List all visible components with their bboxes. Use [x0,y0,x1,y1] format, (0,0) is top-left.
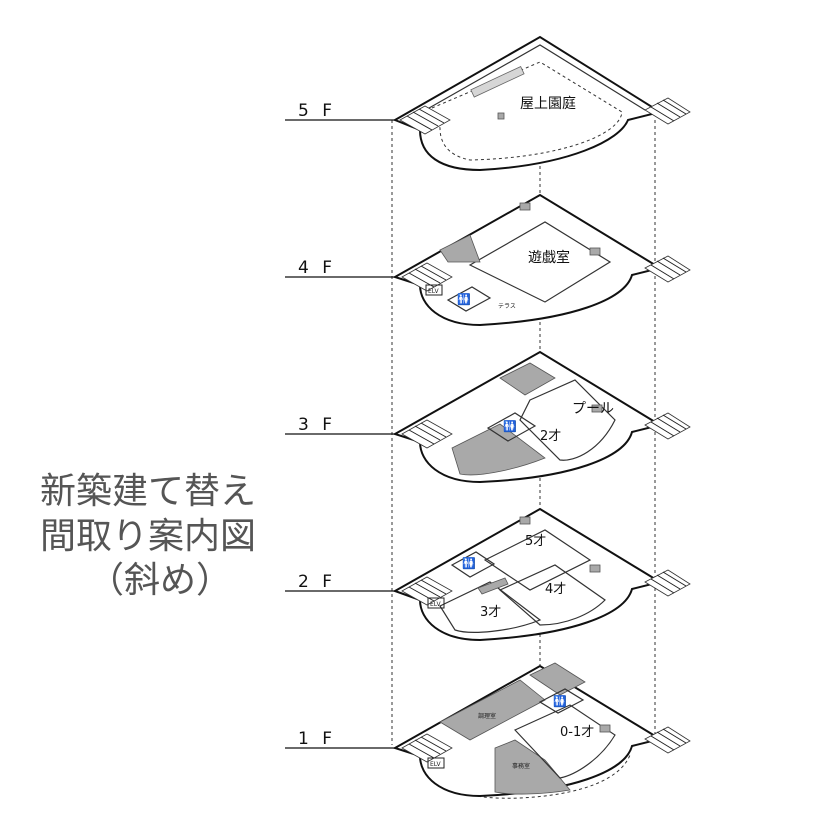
floor-5f-slab [392,35,663,172]
floor-3f-label: 3 F [298,415,336,435]
floor-2f-outside-stair [644,569,691,597]
room-age2: 2才 [540,429,561,444]
floor-4f: 4 F 🚻 ELV 遊戯室 テラス [285,193,691,327]
diagram-title: 新築建て替え 間取り案内図 （斜め） [40,471,256,601]
floor-3f: 3 F 🚻 プール 2才 [285,350,691,484]
floor-1f-outside-stair [644,726,691,754]
room-office: 事務室 [512,762,530,770]
room-age5: 5才 [525,534,546,549]
room-playroom: 遊戯室 [528,249,570,266]
floor-5f-stair [399,105,451,135]
room-rooftop-garden: 屋上園庭 [520,95,576,112]
floor-2f-slab [392,507,663,642]
floor-4f-label: 4 F [298,258,336,278]
floor-4f-stair [401,262,453,292]
restroom-icon-1f: 🚻 [553,695,567,708]
floor-1f-label: 1 F [298,729,336,749]
restroom-icon-3f: 🚻 [503,420,517,433]
title-line-3: （斜め） [88,560,232,601]
floor-5f: 5 F 屋上園庭 [285,35,691,172]
floor-4f-outside-stair [644,255,691,283]
room-1f-elv: ELV [430,761,441,768]
floor-3f-stair [401,419,453,449]
floor-5f-outside-stair [644,97,691,125]
room-2f-elv: ELV [430,601,441,608]
title-line-1: 新築建て替え [40,471,256,512]
floor-3f-outside-stair [644,412,691,440]
room-age0-1: 0-1才 [560,725,594,740]
restroom-icon-2f: 🚻 [462,557,476,570]
room-4f-elv: ELV [428,288,439,295]
room-age3: 3才 [480,605,501,620]
floor-5f-label: 5 F [298,101,336,121]
room-age4: 4才 [545,582,566,597]
room-pool: プール [572,401,614,417]
floor-2f: 2 F 🚻 ELV 5才 4才 3才 [285,507,691,642]
floor-2f-label: 2 F [298,572,336,592]
title-line-2: 間取り案内図 [40,516,256,557]
room-kitchen: 調理室 [478,712,496,720]
floor-1f-stair [401,733,453,763]
floor-1f: 1 F 🚻 ELV 0-1才 調理室 事務室 [285,662,691,799]
room-terrace: テラス [498,303,516,310]
restroom-icon-4f: 🚻 [457,293,471,306]
